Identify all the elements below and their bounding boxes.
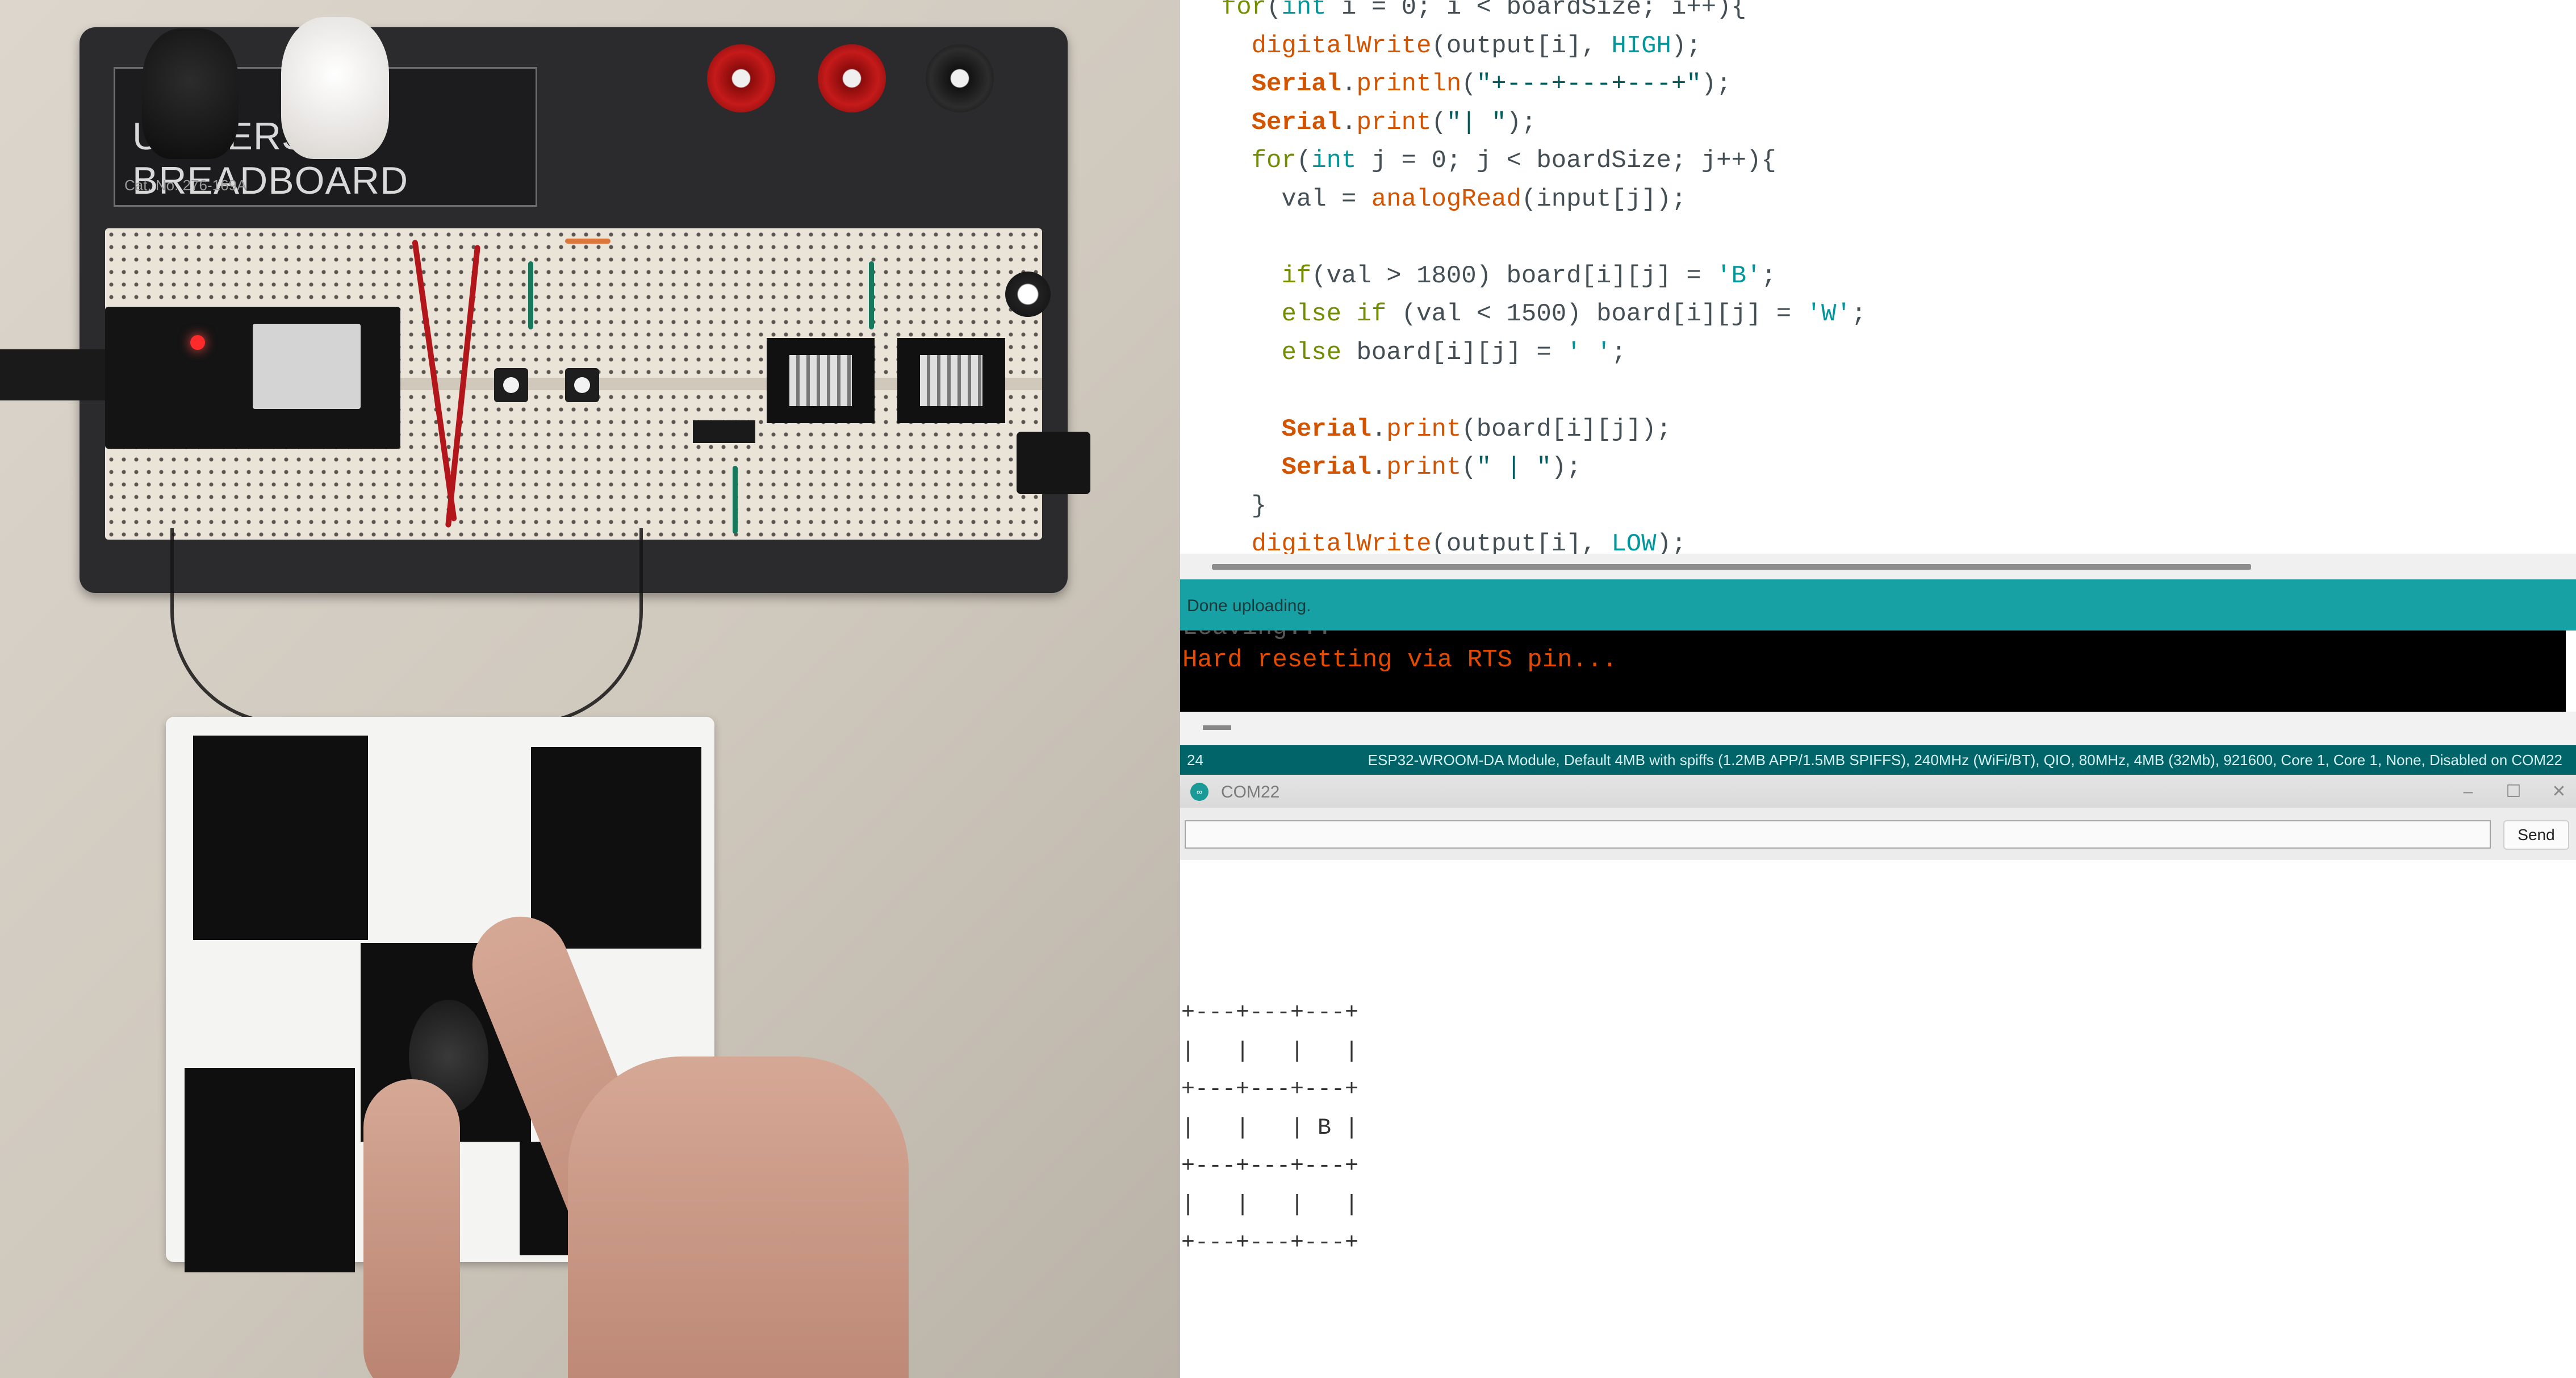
code-line-4: Serial.print("| ");: [1251, 108, 1537, 137]
hardware-photo: UNIVERSAL BREADBOARD Cat. No. 276-169A: [0, 0, 1180, 1378]
close-button[interactable]: ✕: [2552, 782, 2566, 801]
breadboard-cat-no: Cat. No. 276-169A: [124, 177, 247, 194]
code-line-3: Serial.println("+---+---+---+");: [1251, 70, 1732, 98]
serial-line: | | | |: [1181, 1038, 1359, 1064]
white-chess-piece: [281, 17, 389, 159]
esp32-module: [105, 307, 400, 449]
code-line-8: if(val > 1800) board[i][j] = 'B';: [1281, 261, 1776, 290]
code-line-14: }: [1191, 491, 1267, 520]
usb-cable: [0, 349, 114, 400]
board-config: ESP32-WROOM-DA Module, Default 4MB with …: [1368, 751, 2562, 769]
wire-green: [528, 261, 533, 329]
dc-jack: [1017, 432, 1090, 494]
driver-module-2: [897, 338, 1005, 423]
console-faded-line: Leaving...: [1182, 630, 1332, 642]
capacitor: [1005, 272, 1051, 317]
binding-post-black: [926, 44, 994, 112]
serial-monitor-window: ∞ COM22 – ☐ ✕ Send +---+---+---+ | | | |…: [1180, 775, 2576, 1378]
code-line-13: Serial.print(" | ");: [1281, 453, 1582, 482]
maximize-button[interactable]: ☐: [2506, 782, 2521, 801]
tactile-button-2: [565, 368, 599, 402]
driver-module-1: [767, 338, 875, 423]
serial-line: +---+---+---+: [1181, 1000, 1359, 1026]
status-message: Done uploading.: [1187, 596, 1311, 615]
console-line: Hard resetting via RTS pin...: [1182, 646, 1617, 674]
binding-post-red-2: [818, 44, 886, 112]
wire-green-3: [733, 466, 738, 534]
board-square-2-0: [185, 1068, 355, 1272]
board-square-0-0: [193, 736, 368, 940]
editor-horizontal-scrollbar[interactable]: [1180, 554, 2576, 582]
binding-post-red-1: [707, 44, 775, 112]
code-editor[interactable]: for(int i = 0; i < boardSize; i++){ digi…: [1180, 0, 2576, 554]
upload-status-bar: Done uploading.: [1180, 579, 2576, 630]
arduino-ide: for(int i = 0; i < boardSize; i++){ digi…: [1180, 0, 2576, 1378]
serial-output-text: +---+---+---+ | | | | +---+---+---+ | | …: [1181, 994, 1358, 1263]
wire-orange: [565, 239, 610, 244]
serial-monitor-title: COM22: [1221, 783, 1280, 801]
esp32-shield: [253, 324, 361, 409]
arduino-infinity-icon: ∞: [1190, 783, 1208, 801]
serial-input-row: Send: [1180, 808, 2576, 861]
code-line-5: for(int j = 0; j < boardSize; j++){: [1251, 147, 1776, 175]
serial-line: | | | B |: [1181, 1115, 1359, 1141]
code-line-12: Serial.print(board[i][j]);: [1281, 415, 1671, 444]
code-line-10: else board[i][j] = ' ';: [1281, 338, 1626, 367]
code-line-9: else if (val < 1500) board[i][j] = 'W';: [1281, 300, 1867, 328]
minimize-button[interactable]: –: [2463, 782, 2473, 801]
board-info-bar: 24 ESP32-WROOM-DA Module, Default 4MB wi…: [1180, 745, 2576, 775]
hand-back: [568, 1057, 909, 1378]
console-resize-area[interactable]: [1180, 712, 2576, 747]
serial-line: +---+---+---+: [1181, 1230, 1359, 1256]
power-led: [190, 335, 205, 350]
serial-line: +---+---+---+: [1181, 1077, 1359, 1103]
serial-output-area[interactable]: +---+---+---+ | | | | +---+---+---+ | | …: [1180, 860, 2576, 1378]
code-line-15: digitalWrite(output[i], LOW);: [1251, 530, 1687, 554]
code-line-2: digitalWrite(output[i], HIGH);: [1251, 31, 1701, 60]
serial-monitor-titlebar[interactable]: ∞ COM22 – ☐ ✕: [1180, 775, 2576, 808]
serial-line: | | | |: [1181, 1192, 1359, 1218]
serial-line: +---+---+---+: [1181, 1154, 1359, 1179]
output-console[interactable]: Leaving... Hard resetting via RTS pin...: [1180, 630, 2566, 712]
code-line-1: for(int i = 0; i < boardSize; i++){: [1191, 0, 1746, 22]
send-button[interactable]: Send: [2503, 820, 2569, 850]
tactile-button-1: [494, 368, 528, 402]
sensor-cables: [170, 528, 643, 725]
board-square-0-2: [531, 747, 701, 949]
serial-send-input[interactable]: [1185, 820, 2491, 849]
code-line-6: val = analogRead(input[j]);: [1191, 185, 1687, 214]
wire-green-2: [869, 261, 874, 329]
resize-grip-icon[interactable]: [1203, 725, 1231, 730]
line-number: 24: [1187, 751, 1203, 769]
code-text[interactable]: for(int i = 0; i < boardSize; i++){ digi…: [1191, 0, 1866, 554]
scrollbar-thumb[interactable]: [1212, 564, 2251, 570]
ic-chip: [693, 420, 755, 443]
black-chess-piece: [142, 28, 239, 159]
hand-thumb: [363, 1079, 460, 1378]
